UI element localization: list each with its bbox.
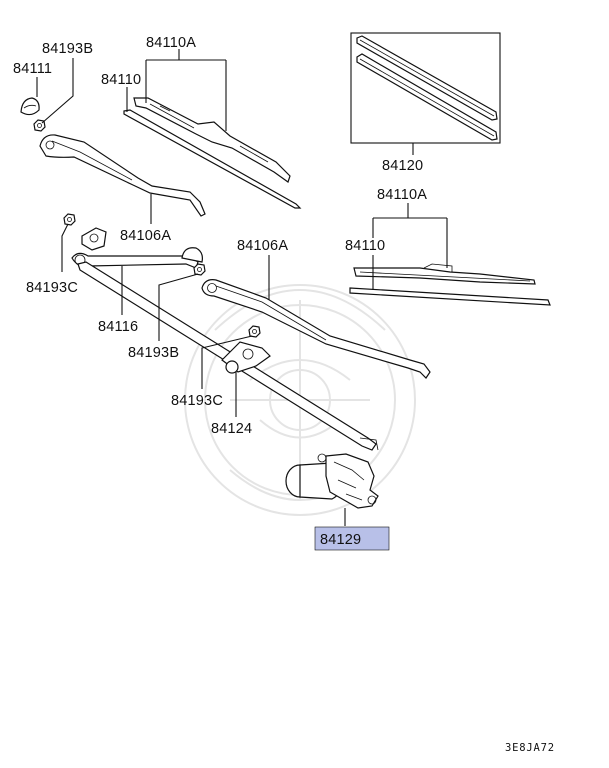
label-84193c-mid[interactable]: 84193C <box>171 393 223 409</box>
label-84193b-top[interactable]: 84193B <box>42 41 93 57</box>
highlight-box <box>314 526 390 551</box>
label-84110a-right[interactable]: 84110A <box>377 187 427 203</box>
wiper-blade-left-part[interactable] <box>123 97 302 209</box>
nut-part-mid-c[interactable] <box>248 325 261 338</box>
label-84106a-left[interactable]: 84106A <box>120 228 171 244</box>
label-84129[interactable]: 84129 <box>320 532 361 548</box>
nut-part-left-c[interactable] <box>63 213 76 226</box>
wiper-arm-right-part[interactable] <box>201 279 431 379</box>
label-84120[interactable]: 84120 <box>382 158 423 174</box>
leader-lines <box>36 49 448 526</box>
wiper-arm-left-part[interactable] <box>39 134 206 217</box>
label-84193b-mid[interactable]: 84193B <box>128 345 179 361</box>
label-84111[interactable]: 84111 <box>13 61 52 77</box>
label-84106a-right[interactable]: 84106A <box>237 238 288 254</box>
label-84124[interactable]: 84124 <box>211 421 252 437</box>
linkage-assembly-part[interactable] <box>71 227 379 451</box>
wiper-arm-cap-part[interactable] <box>20 97 40 116</box>
label-84110-left[interactable]: 84110 <box>101 72 141 88</box>
wiper-blade-right-part[interactable] <box>349 263 551 306</box>
diagram-code: 3E8JA72 <box>505 742 555 754</box>
label-84110a-left[interactable]: 84110A <box>146 35 196 51</box>
label-84193c-left[interactable]: 84193C <box>26 280 78 296</box>
blade-refill-box[interactable] <box>350 32 501 144</box>
label-84110-right[interactable]: 84110 <box>345 238 385 254</box>
nut-part-mid-b[interactable] <box>193 263 206 276</box>
label-84116[interactable]: 84116 <box>98 319 138 335</box>
wiper-motor-part[interactable] <box>285 453 379 509</box>
